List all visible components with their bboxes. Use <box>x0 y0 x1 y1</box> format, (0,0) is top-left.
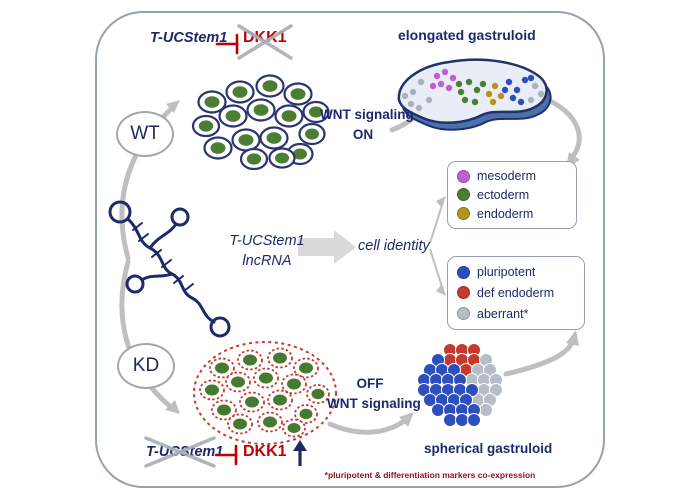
wnt-signaling-off-label: OFF WNT signaling <box>327 374 421 413</box>
lncrna-type-text: lncRNA <box>242 253 292 270</box>
aberrant-label: aberrant* <box>477 306 529 321</box>
lncrna-label: T-UCStem1 lncRNA <box>227 231 307 272</box>
aberrant-dot-icon <box>457 307 470 321</box>
legend-item-pluripotent: pluripotent <box>457 265 575 279</box>
wnt-signaling-on-label: WNT signaling ON <box>320 105 414 144</box>
elongated-gastruloid-label: elongated gastruloid <box>398 27 536 43</box>
legend-item-aberrant: aberrant* <box>457 307 575 321</box>
spherical-gastruloid-label: spherical gastruloid <box>424 441 553 456</box>
wnt-off-text: OFF <box>356 376 384 391</box>
def-endoderm-label: def endoderm <box>477 285 555 300</box>
wt-cell-cluster <box>191 74 330 170</box>
kd-condition-badge: KD <box>117 343 175 389</box>
endoderm-dot-icon <box>457 207 470 221</box>
ectoderm-label: ectoderm <box>477 187 530 202</box>
endoderm-label: endoderm <box>477 206 534 221</box>
legend-item-mesoderm: mesoderm <box>457 169 567 183</box>
ectoderm-dot-icon <box>457 188 470 202</box>
footnote: *pluripotent & differentiation markers c… <box>324 470 536 480</box>
kd-cell-cluster <box>193 341 337 445</box>
elongated-gastruloid-illustration <box>397 58 552 131</box>
lncrna-structure-illustration <box>108 200 231 338</box>
wnt-signaling-text: WNT signaling <box>320 107 414 122</box>
dkk1-top-label: DKK1 <box>243 29 287 46</box>
legend-germ-layers: mesoderm ectoderm endoderm <box>447 161 577 229</box>
dkk1-bottom-label: DKK1 <box>243 443 287 460</box>
kd-label: KD <box>132 355 160 376</box>
mesoderm-dot-icon <box>457 169 470 183</box>
def-endoderm-dot-icon <box>457 286 470 300</box>
t-ucstem1-top-label: T-UCStem1 <box>150 30 228 46</box>
legend-item-ectoderm: ectoderm <box>457 188 567 202</box>
legend-kd-fates: pluripotent def endoderm aberrant* <box>447 256 585 330</box>
legend-item-endoderm: endoderm <box>457 207 567 221</box>
pluripotent-label: pluripotent <box>477 265 536 280</box>
wt-condition-badge: WT <box>116 111 174 157</box>
wnt-on-text: ON <box>352 126 374 142</box>
cell-identity-label: cell identity <box>358 238 430 254</box>
pluripotent-dot-icon <box>457 265 470 279</box>
mesoderm-label: mesoderm <box>477 169 537 184</box>
t-ucstem1-bottom-label: T-UCStem1 <box>146 444 224 460</box>
wnt-signaling-text-2: WNT signaling <box>327 395 421 411</box>
wt-label: WT <box>130 123 160 144</box>
lncrna-name-text: T-UCStem1 <box>229 233 305 249</box>
spherical-gastruloid-illustration <box>417 343 503 427</box>
legend-item-def-endoderm: def endoderm <box>457 286 575 300</box>
